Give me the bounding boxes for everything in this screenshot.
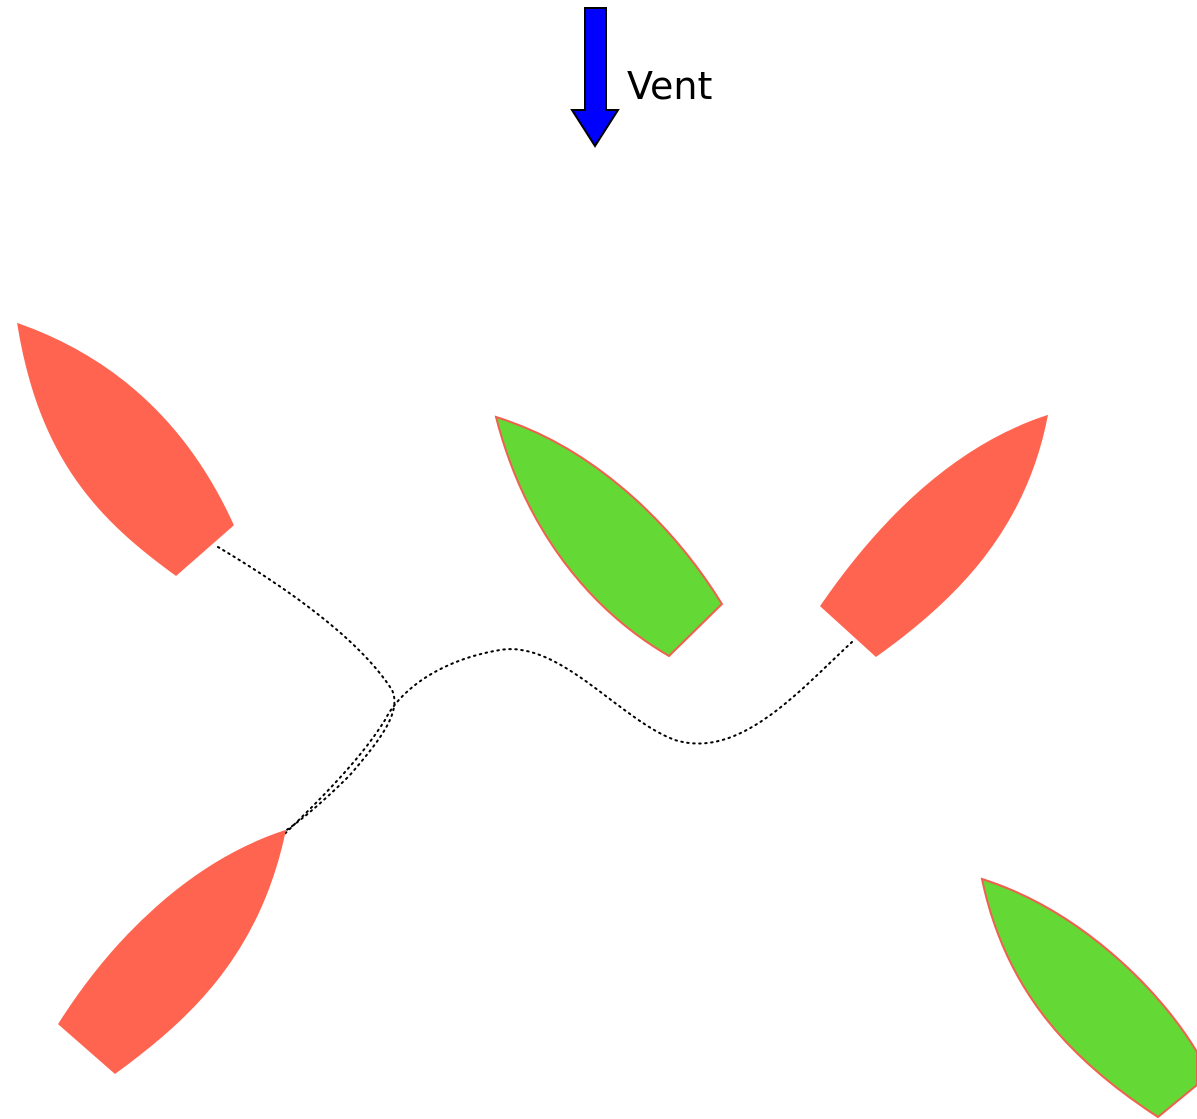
wind-arrow: Vent	[570, 7, 712, 148]
track-from-top-right	[269, 641, 853, 849]
boat-top-left	[17, 322, 234, 576]
tracks	[217, 546, 853, 849]
boat-top-center	[494, 415, 724, 658]
wind-label: Vent	[627, 64, 712, 108]
boat-bottom-right	[980, 877, 1197, 1119]
wind-arrow-icon	[570, 7, 620, 148]
boat-top-right	[820, 414, 1048, 657]
boats	[17, 322, 1197, 1119]
boat-bottom-left	[58, 829, 287, 1074]
track-from-top-left	[217, 546, 396, 834]
